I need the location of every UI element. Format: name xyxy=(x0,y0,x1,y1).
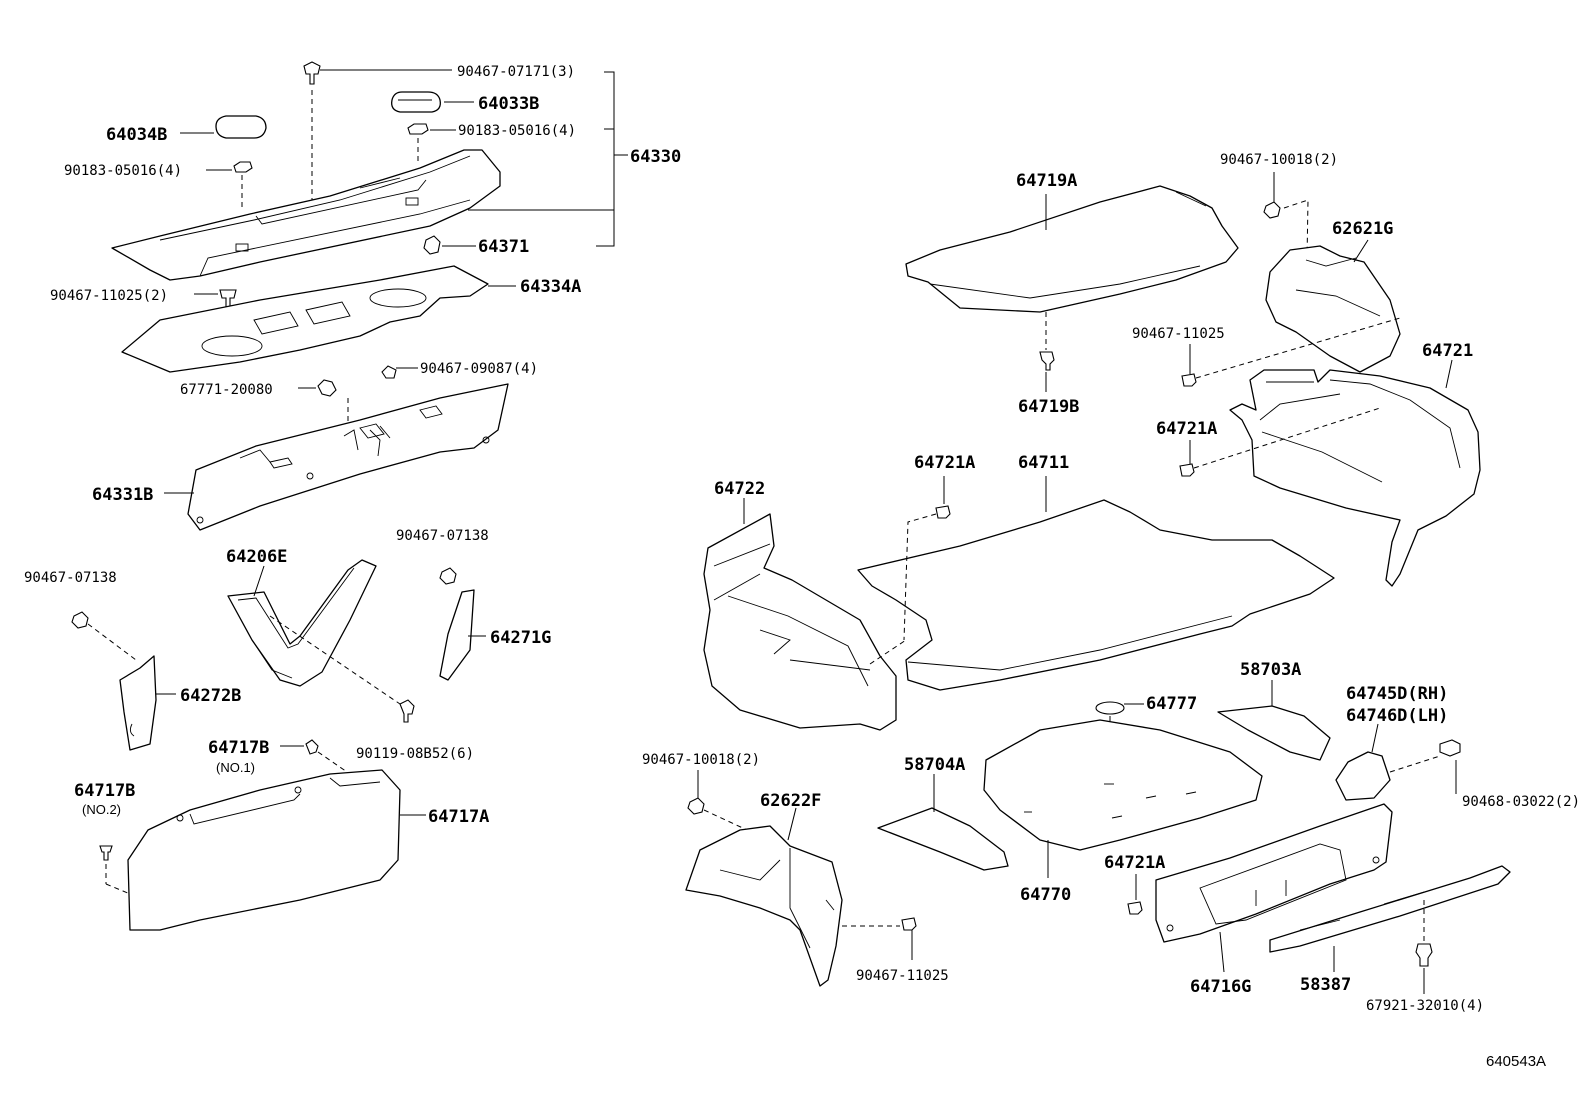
label-64717A: 64717A xyxy=(428,807,489,827)
diagram-code: 640543A xyxy=(1486,1053,1546,1070)
label-90183-05016-right: 90183-05016(4) xyxy=(458,123,576,139)
clip-90467-11025-upper xyxy=(1181,317,1401,387)
label-64331B: 64331B xyxy=(92,485,153,505)
label-64716G: 64716G xyxy=(1190,977,1251,997)
clip-90467-07138-left xyxy=(71,611,137,661)
label-90467-09087: 90467-09087(4) xyxy=(420,361,538,377)
cover-64745D-64746D xyxy=(1335,723,1441,801)
label-no2: (NO.2) xyxy=(82,802,121,817)
clip-90468-03022 xyxy=(1439,739,1461,794)
label-64271G: 64271G xyxy=(490,628,551,648)
label-64745D: 64745D(RH) xyxy=(1346,684,1448,704)
scuff-plate-58387 xyxy=(1269,865,1511,972)
panel-64716G xyxy=(1155,803,1393,973)
label-64034B: 64034B xyxy=(106,125,167,145)
trim-64272B xyxy=(119,655,176,751)
label-58704A: 58704A xyxy=(904,755,965,775)
label-90467-07138-left: 90467-07138 xyxy=(24,570,117,586)
clip-64721A-lower xyxy=(1127,874,1143,915)
label-64330: 64330 xyxy=(630,147,681,167)
clip-64717B-no1 xyxy=(280,739,351,775)
clip-90467-07138-right xyxy=(439,567,457,585)
package-tray-64330 xyxy=(111,149,501,281)
panel-64331B xyxy=(164,383,509,531)
label-90467-10018-top: 90467-10018(2) xyxy=(1220,152,1338,168)
label-64371: 64371 xyxy=(478,237,529,257)
label-64721A-lower: 64721A xyxy=(1104,853,1165,873)
clip-90467-07171 xyxy=(303,61,452,210)
label-90119-08B52: 90119-08B52(6) xyxy=(356,746,474,762)
label-64717B-no1: 64717B xyxy=(208,738,269,758)
pad-58703A xyxy=(1217,680,1331,761)
trim-62621G xyxy=(1265,239,1401,373)
trim-64722 xyxy=(703,498,907,731)
panel-64717A xyxy=(127,769,426,931)
label-62621G: 62621G xyxy=(1332,219,1393,239)
label-64272B: 64272B xyxy=(180,686,241,706)
trunk-mat-64711 xyxy=(857,476,1335,691)
label-64206E: 64206E xyxy=(226,547,287,567)
clip-90119-08B52 xyxy=(269,615,415,723)
label-62622F: 62622F xyxy=(760,791,821,811)
clip-64719B xyxy=(1039,351,1055,392)
label-64722: 64722 xyxy=(714,479,765,499)
label-67921-32010: 67921-32010(4) xyxy=(1366,998,1484,1014)
pad-58704A xyxy=(877,774,1009,871)
label-64721A-middle: 64721A xyxy=(914,453,975,473)
clip-90183-05016-right xyxy=(407,123,456,165)
floor-board-64770 xyxy=(983,719,1263,878)
clip-90467-11025-lower xyxy=(901,917,917,960)
clip-64371 xyxy=(423,235,476,255)
label-90467-11025-upper: 90467-11025 xyxy=(1132,326,1225,342)
trim-64271G xyxy=(439,589,486,681)
liner-64719A xyxy=(905,185,1239,350)
pad-64033B xyxy=(391,91,474,113)
label-64717B-no2: 64717B xyxy=(74,781,135,801)
label-58387: 58387 xyxy=(1300,975,1351,995)
trunk-side-64721 xyxy=(1229,359,1481,587)
label-90467-07138-right: 90467-07138 xyxy=(396,528,489,544)
label-67771-20080: 67771-20080 xyxy=(180,382,273,398)
label-64777: 64777 xyxy=(1146,694,1197,714)
pillar-64206E xyxy=(227,559,377,687)
clip-67771-20080 xyxy=(298,379,349,440)
clip-90467-10018-bottom xyxy=(687,770,761,837)
clip-90183-05016-left xyxy=(206,161,253,210)
label-64770: 64770 xyxy=(1020,885,1071,905)
clip-67921-32010 xyxy=(1415,900,1433,994)
label-90468-03022: 90468-03022(2) xyxy=(1462,794,1580,810)
label-no1: (NO.1) xyxy=(216,760,255,775)
label-64711: 64711 xyxy=(1018,453,1069,473)
label-90467-10018-bottom: 90467-10018(2) xyxy=(642,752,760,768)
label-64721: 64721 xyxy=(1422,341,1473,361)
label-90183-05016-left: 90183-05016(4) xyxy=(64,163,182,179)
label-58703A: 58703A xyxy=(1240,660,1301,680)
pad-64034B xyxy=(180,115,267,139)
label-64719B: 64719B xyxy=(1018,397,1079,417)
label-64334A: 64334A xyxy=(520,277,581,297)
trim-62622F xyxy=(685,807,900,987)
clip-64721A-middle xyxy=(903,476,951,641)
label-90467-11025-lower: 90467-11025 xyxy=(856,968,949,984)
bracket-64330 xyxy=(468,71,628,247)
clip-64721A-right xyxy=(1179,407,1381,477)
label-64721A-right: 64721A xyxy=(1156,419,1217,439)
label-90467-11025-2: 90467-11025(2) xyxy=(50,288,168,304)
label-64746D: 64746D(LH) xyxy=(1346,706,1448,726)
label-64719A: 64719A xyxy=(1016,171,1077,191)
panel-64334A xyxy=(121,265,516,373)
label-90467-07171: 90467-07171(3) xyxy=(457,64,575,80)
clip-90467-09087 xyxy=(381,365,418,379)
label-64033B: 64033B xyxy=(478,94,539,114)
